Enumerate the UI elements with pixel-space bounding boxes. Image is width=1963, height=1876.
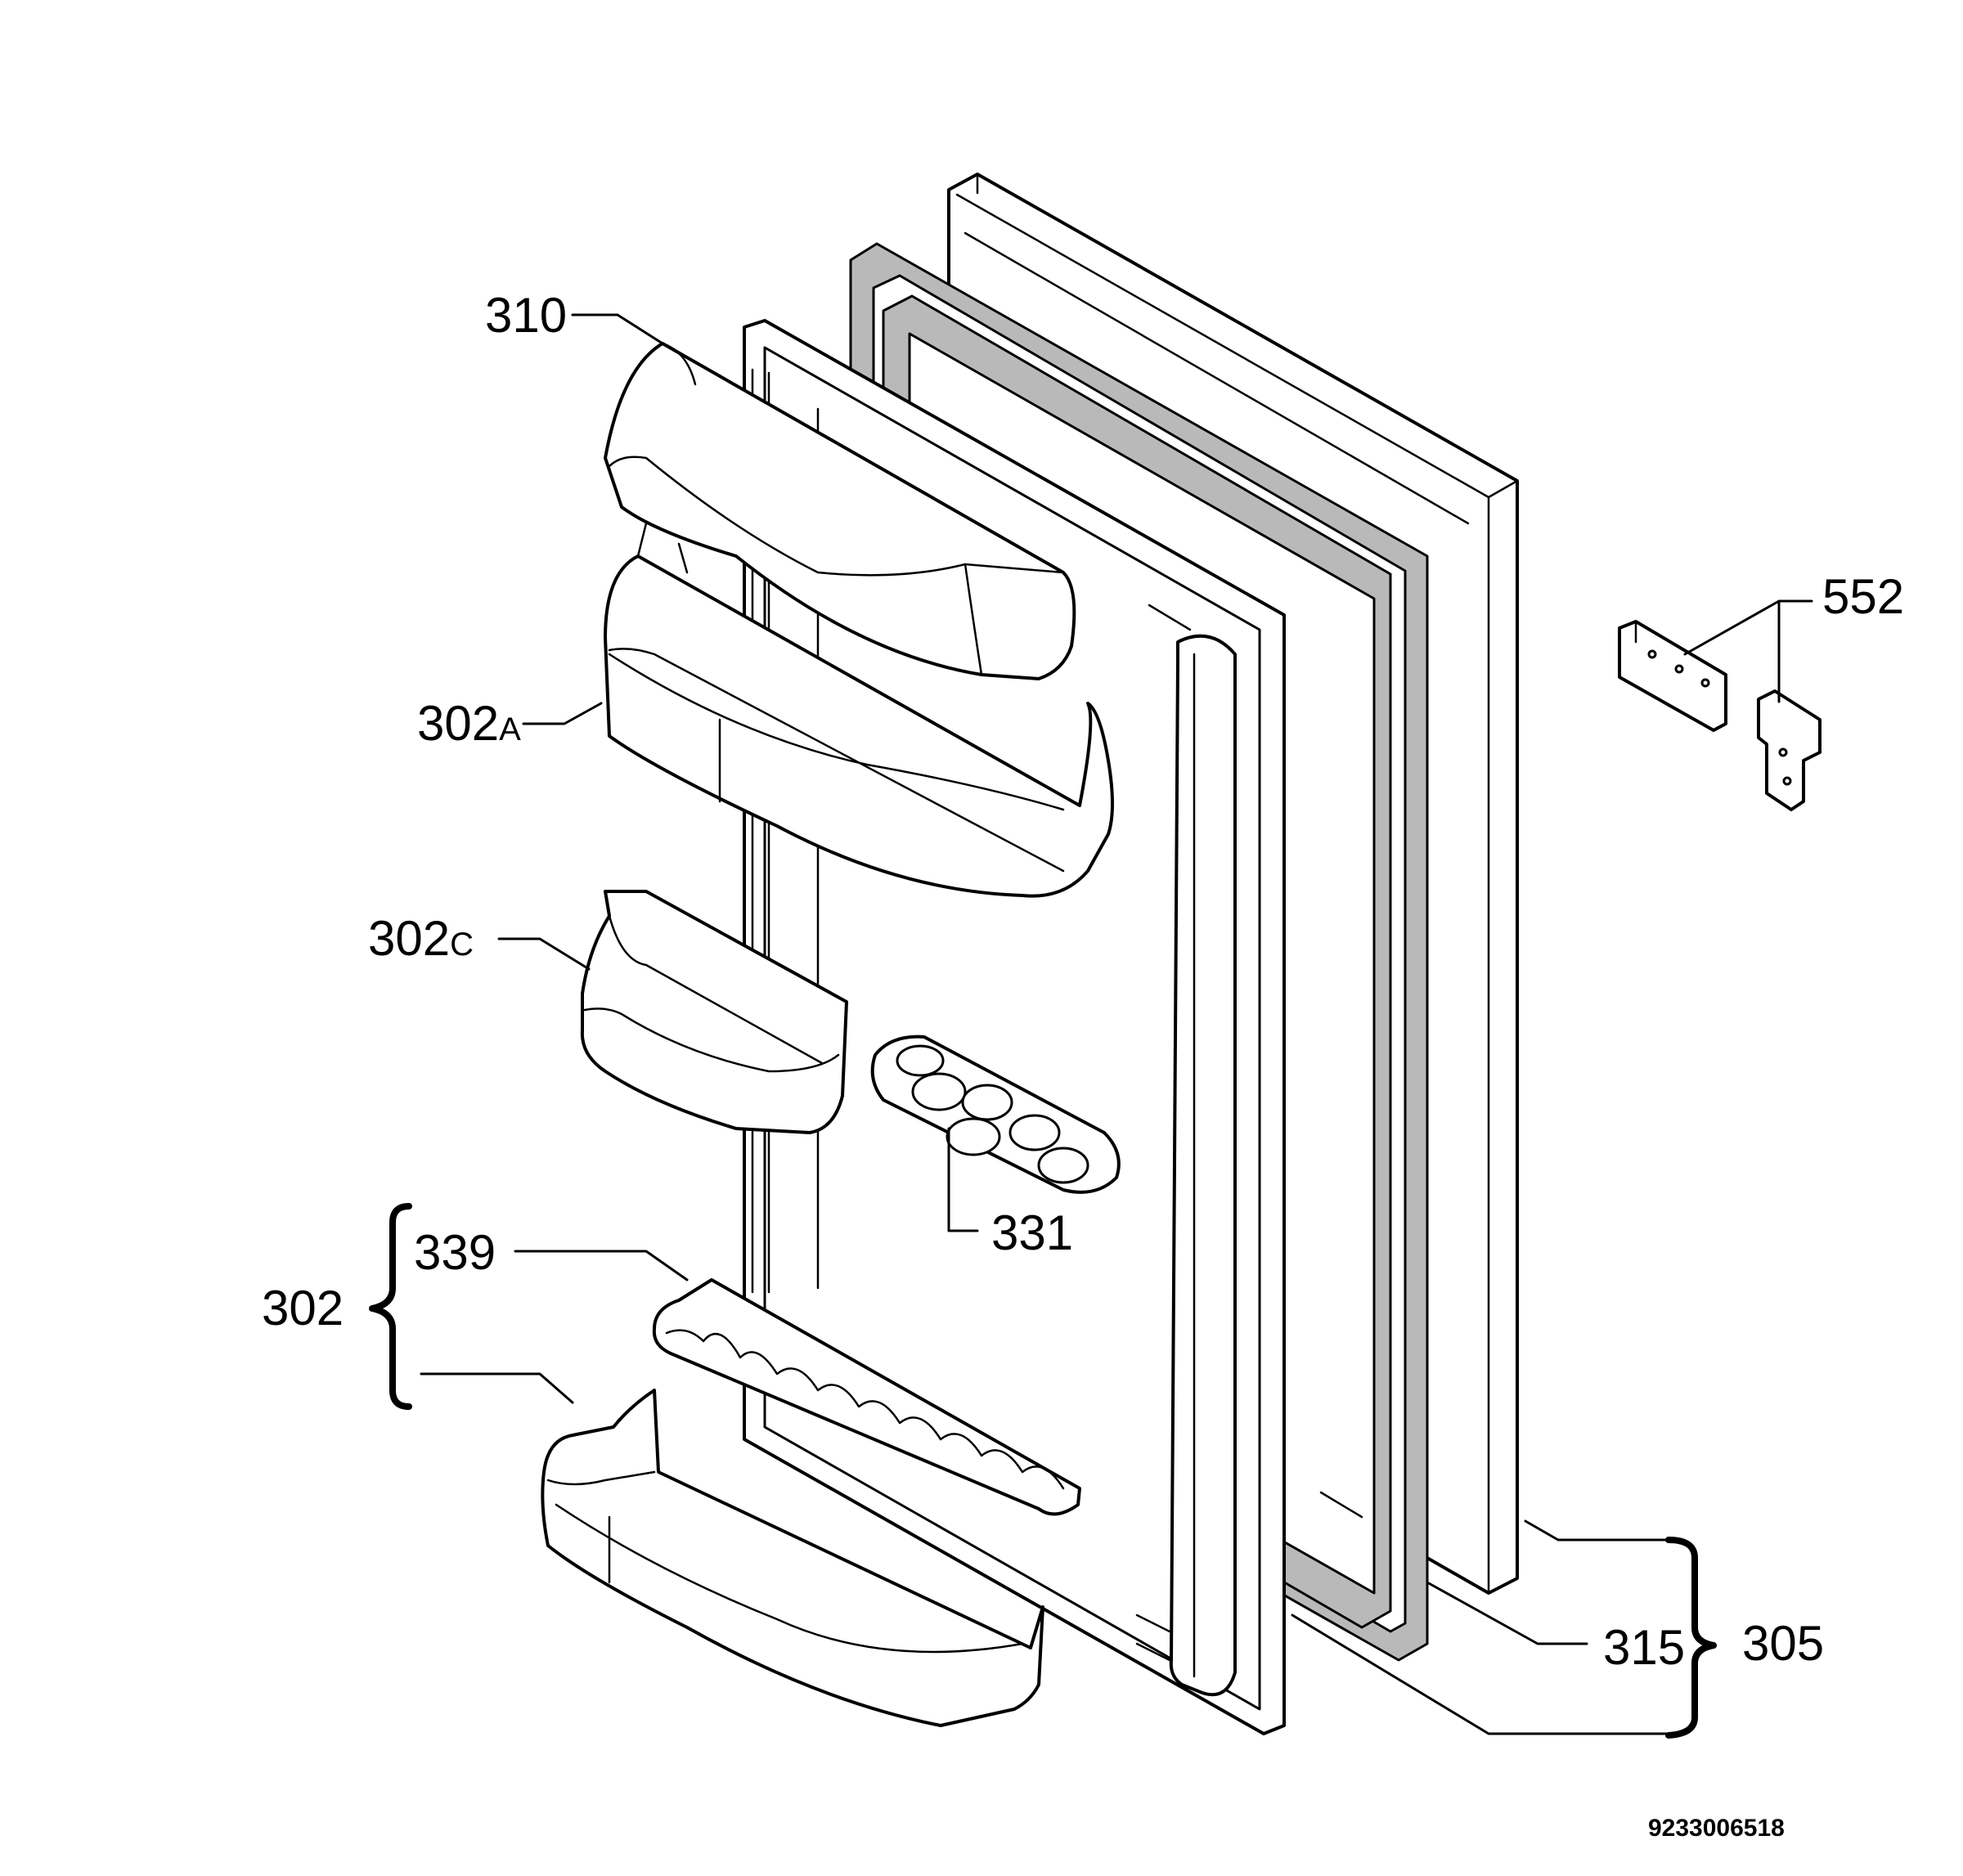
label-310: 310 xyxy=(485,288,567,343)
leader-302a xyxy=(522,702,603,725)
leader-315 xyxy=(1426,1581,1588,1645)
dairy-compartment-lid xyxy=(604,342,1076,680)
leader-339 xyxy=(514,1250,689,1281)
door-shelf-302a xyxy=(604,522,1114,898)
egg-tray xyxy=(870,1034,1121,1194)
document-number: 9233006518 xyxy=(1648,1815,1785,1842)
label-305: 305 xyxy=(1742,1616,1824,1671)
leader-305-top xyxy=(1524,1519,1670,1542)
label-552: 552 xyxy=(1822,569,1904,624)
label-302: 302 xyxy=(262,1281,344,1335)
hinge-brackets xyxy=(1618,620,1822,811)
leader-552-a xyxy=(1683,599,1813,656)
brace-302 xyxy=(369,1203,412,1410)
leader-310 xyxy=(571,313,664,345)
bottle-retainer-339 xyxy=(652,1278,1081,1516)
label-331: 331 xyxy=(991,1205,1073,1260)
door-shelf-302c xyxy=(580,890,848,1134)
bottle-shelf xyxy=(541,1389,1044,1727)
leader-305-bottom xyxy=(1291,1613,1670,1735)
label-315: 315 xyxy=(1603,1620,1685,1675)
brace-305 xyxy=(1665,1537,1717,1739)
leader-lines xyxy=(420,313,1813,1735)
label-302a: 302A xyxy=(417,696,521,751)
leader-331 xyxy=(947,1127,979,1232)
label-339: 339 xyxy=(414,1225,496,1280)
leader-302-lower xyxy=(420,1372,574,1404)
label-302c: 302C xyxy=(368,911,474,966)
leader-302c xyxy=(497,937,591,971)
